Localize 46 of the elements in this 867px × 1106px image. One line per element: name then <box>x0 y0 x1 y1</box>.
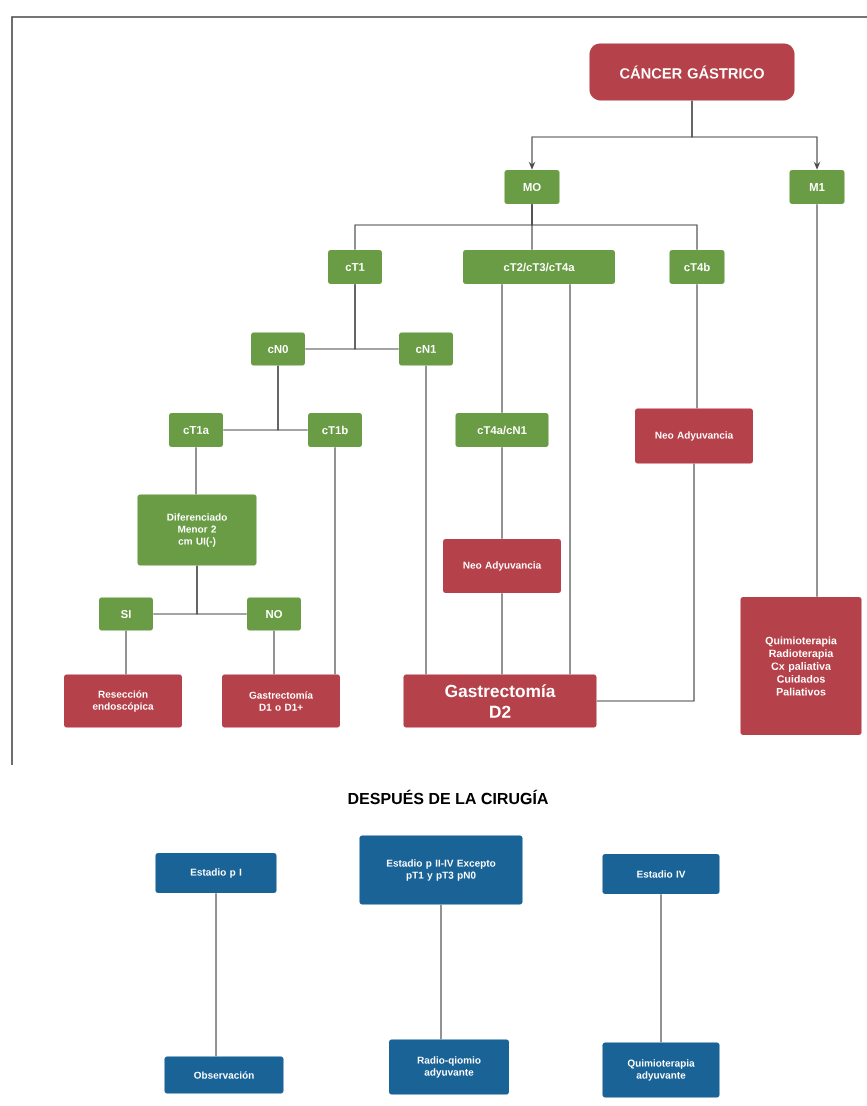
answer-box: NO <box>247 597 301 631</box>
connector-line <box>277 365 309 431</box>
connector-line <box>354 283 400 350</box>
treatment-box: Quimioterapia Radioterapia Cx paliativa Cuidados Paliativos <box>740 597 862 735</box>
connector-line <box>696 283 698 409</box>
connector-line <box>195 446 197 495</box>
stage-box: cT4a/cN1 <box>455 413 549 447</box>
connector-line <box>334 446 336 675</box>
stage-box: Estadio p II-IV Excepto pT1 y pT3 pN0 <box>359 835 523 905</box>
connector-line <box>569 283 571 675</box>
stage-box: cT2/cT3/cT4a <box>463 250 615 284</box>
stage-box: MO <box>504 170 560 204</box>
connector-line <box>531 203 698 251</box>
stage-box: cT1a <box>169 413 223 447</box>
start-box: CÁNCER GÁSTRICO <box>589 43 795 101</box>
stage-box: M1 <box>789 170 845 204</box>
section-heading: DESPUÉS DE LA CIRUGÍA <box>348 789 548 805</box>
connector-line <box>196 565 248 615</box>
treatment-box: Radio-qiomio adyuvante <box>389 1039 509 1095</box>
connector-line <box>816 203 818 598</box>
connector-line <box>425 365 427 675</box>
treatment-box: Neo Adyuvancia <box>635 408 753 464</box>
connector-line <box>125 630 127 675</box>
connector-line <box>501 446 503 540</box>
connector-line <box>660 893 662 1043</box>
criteria-box: Diferenciado Menor 2 cm UI(-) <box>137 494 257 566</box>
treatment-box: Gastrectomía D2 <box>403 674 597 728</box>
stage-box: Estadio p I <box>155 853 277 893</box>
stage-box: cT4b <box>669 250 725 284</box>
connector-line <box>440 904 442 1040</box>
stage-box: cT1 <box>328 250 382 284</box>
stage-box: Estadio IV <box>602 854 720 894</box>
connector-line <box>596 463 695 702</box>
connector-line <box>501 592 503 675</box>
treatment-box: Neo Adyuvancia <box>443 539 561 593</box>
treatment-box: Quimioterapia adyuvante <box>602 1042 720 1098</box>
treatment-box: Gastrectomía D1 o D1+ <box>222 674 340 728</box>
connector-line <box>215 892 217 1057</box>
treatment-box: Resección endoscópica <box>64 674 182 728</box>
stage-box: cN1 <box>399 332 453 366</box>
answer-box: SI <box>99 597 153 631</box>
connector-line <box>273 630 275 675</box>
connector-line <box>501 283 503 414</box>
stage-box: cT1b <box>308 413 362 447</box>
treatment-box: Observación <box>164 1056 284 1094</box>
stage-box: cN0 <box>251 332 305 366</box>
